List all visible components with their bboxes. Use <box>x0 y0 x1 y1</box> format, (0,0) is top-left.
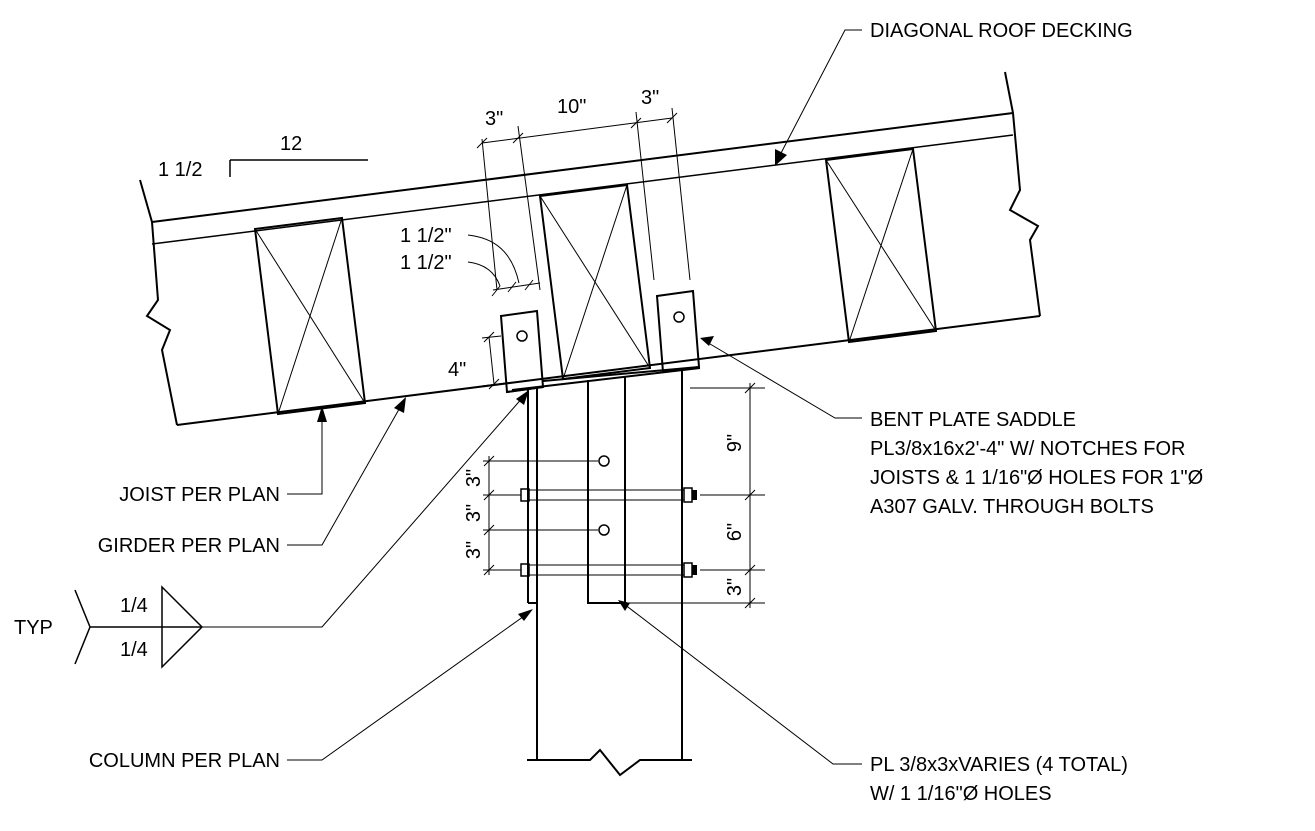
joist-center <box>538 183 652 381</box>
girder-outline <box>139 71 1041 426</box>
dim-plate-height: 4" <box>448 359 466 381</box>
label-plate-1: PL 3/8x3xVARIES (4 TOTAL) <box>870 754 1128 776</box>
label-joist: JOIST PER PLAN <box>119 484 280 506</box>
label-decking: DIAGONAL ROOF DECKING <box>870 20 1133 42</box>
leader-plate <box>618 600 862 765</box>
bent-plate-saddle <box>499 289 701 394</box>
weld-symbol: 1/4 1/4 TYP <box>14 585 204 669</box>
notch-dimension: 1 1/2" 1 1/2" <box>400 225 541 297</box>
label-plate-2: W/ 1 1/16"Ø HOLES <box>870 783 1052 805</box>
slope-indicator: 12 1 1/2 <box>158 133 368 181</box>
slope-rise: 1 1/2 <box>158 159 202 181</box>
through-bolt-lower <box>520 562 697 578</box>
right-dimension-chain: 9" 6" 3" <box>628 382 765 609</box>
dim-notch-b: 1 1/2" <box>400 252 452 274</box>
dim-right-3: 3" <box>724 578 746 596</box>
dim-notch-a: 1 1/2" <box>400 225 452 247</box>
dim-right-1: 9" <box>724 434 746 452</box>
left-dimension-chain: 3" 3" 3" <box>463 455 598 576</box>
dim-top-mid: 10" <box>557 96 586 118</box>
label-column: COLUMN PER PLAN <box>89 750 280 772</box>
dim-top-left: 3" <box>485 108 503 130</box>
joist-right <box>824 147 938 344</box>
through-bolt-upper <box>520 487 697 503</box>
label-saddle-1: BENT PLATE SADDLE <box>870 409 1076 431</box>
dim-left-3: 3" <box>463 541 485 559</box>
leader-saddle <box>700 336 862 419</box>
label-saddle-4: A307 GALV. THROUGH BOLTS <box>870 496 1154 518</box>
dim-left-1: 3" <box>463 469 485 487</box>
leader-decking <box>775 29 862 166</box>
dim-left-2: 3" <box>463 504 485 522</box>
dim-top-right: 3" <box>641 87 659 109</box>
joist-left <box>253 216 367 416</box>
weld-size-bottom: 1/4 <box>120 639 148 661</box>
leader-girder <box>287 397 406 546</box>
label-saddle-2: PL3/8x16x2'-4" W/ NOTCHES FOR <box>870 438 1185 460</box>
slope-run: 12 <box>280 133 302 155</box>
label-girder: GIRDER PER PLAN <box>98 535 280 557</box>
label-saddle-3: JOISTS & 1 1/16"Ø HOLES FOR 1"Ø <box>870 467 1203 489</box>
plate-height-dimension: 4" <box>448 331 508 390</box>
column <box>527 370 692 777</box>
leader-joist <box>287 406 327 495</box>
weld-typ-label: TYP <box>14 617 53 639</box>
weld-size-top: 1/4 <box>120 595 148 617</box>
leader-weld <box>202 390 529 628</box>
dim-right-2: 6" <box>724 523 746 541</box>
leader-column <box>287 609 533 761</box>
top-dimension-chain: 3" 10" 3" <box>476 87 691 291</box>
